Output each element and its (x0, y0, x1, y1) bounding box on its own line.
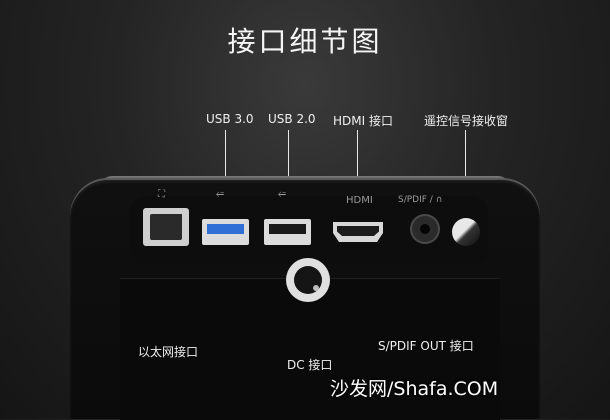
label-ethernet: 以太网接口 (138, 345, 199, 359)
ethernet-port (143, 208, 189, 246)
network-icon: ⛶ (158, 189, 165, 200)
watermark-logo: 沙发网/Shafa.COM (330, 378, 499, 400)
label-ir-receiver: 遥控信号接收窗 (424, 114, 509, 128)
usb-icon: ⭉ (216, 189, 224, 200)
page-title: 接口细节图 (227, 25, 383, 58)
usb2-port (264, 219, 311, 245)
label-hdmi: HDMI 接口 (333, 114, 393, 128)
label-usb2: USB 2.0 (268, 112, 316, 126)
label-dc: DC 接口 (287, 358, 333, 372)
ethernet-port-socket (150, 214, 182, 240)
spdif-audio-port (412, 216, 438, 242)
callout-line-usb3 (225, 130, 226, 218)
callout-line-usb2 (288, 130, 289, 218)
label-usb3: USB 3.0 (206, 112, 254, 126)
ir-receiver-window (452, 218, 480, 246)
usb-icon-2: ⭉ (278, 189, 286, 200)
dc-power-port (286, 258, 330, 302)
label-spdif: S/PDIF OUT 接口 (378, 339, 474, 353)
hdmi-port (333, 222, 383, 242)
spdif-print: S/PDIF / ∩ (398, 195, 443, 205)
callout-line-ir (465, 130, 466, 220)
hdmi-print: HDMI (346, 195, 373, 206)
usb3-port (202, 219, 249, 245)
